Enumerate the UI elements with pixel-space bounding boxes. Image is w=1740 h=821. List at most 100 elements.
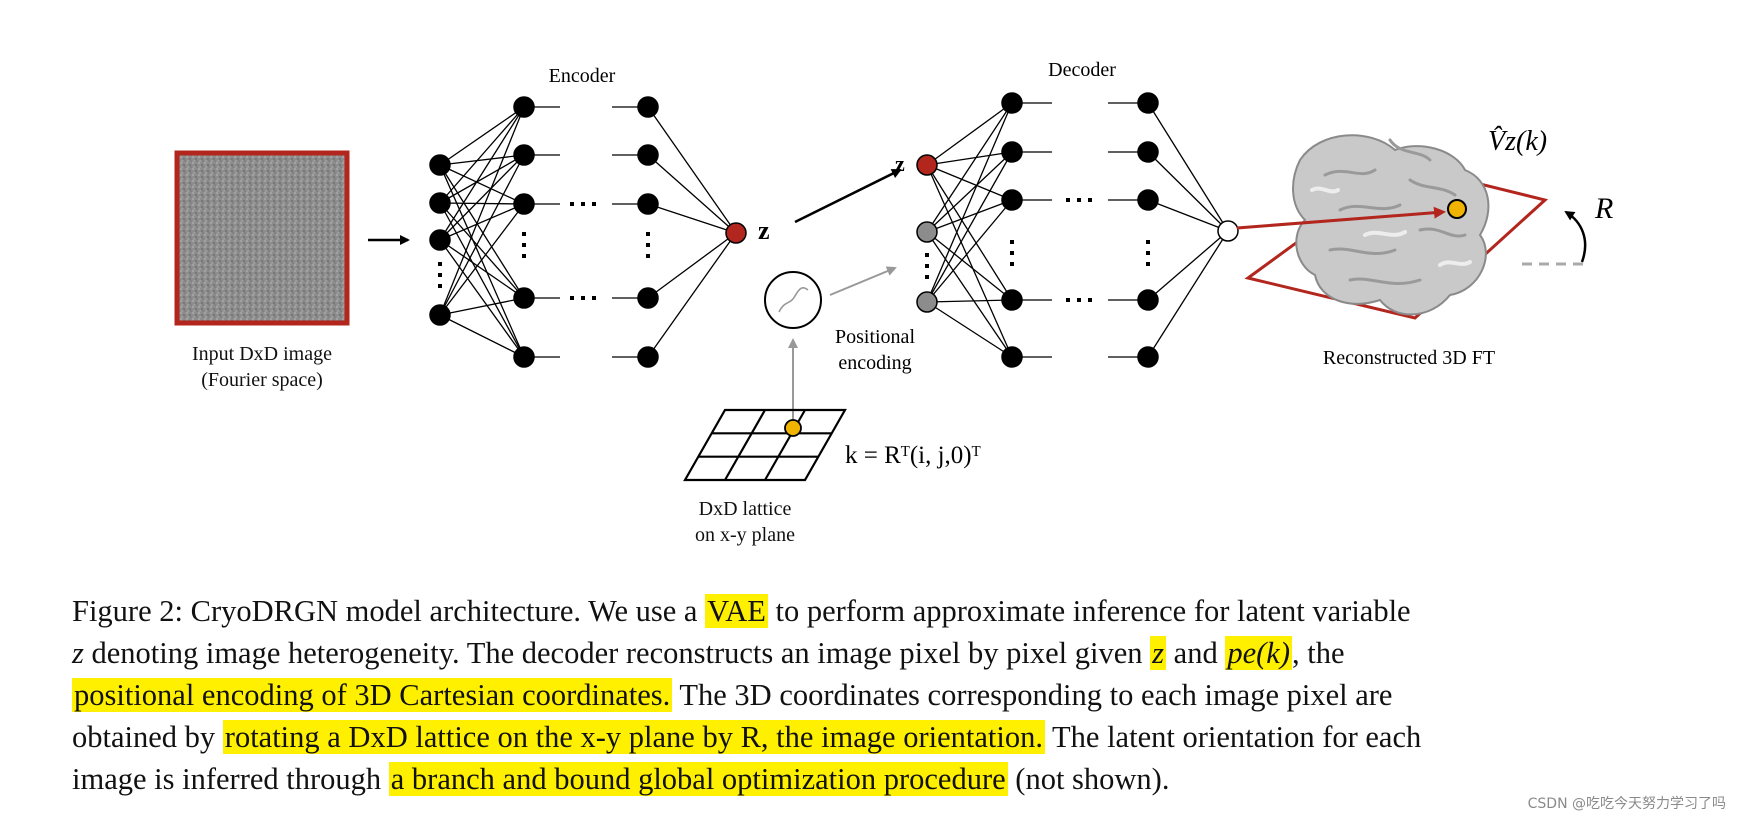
input-caption-line1: Input DxD image [192, 343, 332, 365]
decoder-hidden-node [1137, 92, 1159, 114]
ellipsis-dot [1146, 251, 1150, 255]
caption-text: The 3D coordinates corresponding to each… [672, 678, 1393, 712]
encoder-input-node [429, 304, 451, 326]
watermark: CSDN @吃吃今天努力学习了吗 [1527, 796, 1726, 812]
encoder-hidden-node [513, 287, 535, 309]
input-image [174, 150, 350, 326]
decoder-hidden-node [1137, 346, 1159, 368]
encoder-hidden-node [637, 193, 659, 215]
highlight-rotating-lattice: rotating a DxD lattice on the x-y plane … [222, 720, 1045, 754]
architecture-figure: Encoder Decoder z z Positional encoding … [174, 59, 1613, 546]
ellipsis-dot [522, 254, 526, 258]
ellipsis-dot [581, 296, 585, 300]
lattice-grid [683, 408, 847, 482]
ellipsis-dot [522, 243, 526, 247]
decoder-output-node [1217, 220, 1239, 242]
ellipsis-dot [570, 202, 574, 206]
volume-label: V̂z(k) [1488, 126, 1547, 157]
ellipsis-dot [592, 296, 596, 300]
decoder-title: Decoder [1048, 59, 1116, 81]
encoder-hidden-node [637, 346, 659, 368]
k-equation: k = Rᵀ(i, j,0)ᵀ [845, 442, 981, 469]
latent-z-label: z [758, 216, 770, 245]
decoder-hidden-node [1001, 346, 1023, 368]
caption-text: , the [1291, 636, 1345, 670]
lattice-caption-line2: on x-y plane [695, 524, 795, 546]
highlight-branch-bound: a branch and bound global optimization p… [388, 762, 1008, 796]
ellipsis-dot [1010, 251, 1014, 255]
ellipsis-dot [522, 232, 526, 236]
decoder-pe-node [916, 221, 938, 243]
encoder-connections [439, 106, 737, 358]
ellipsis-dot [646, 254, 650, 258]
decoder-latent-node [916, 154, 938, 176]
decoder-hidden-node [1001, 141, 1023, 163]
encoder-nodes [429, 96, 747, 368]
caption-text: (not shown). [1007, 762, 1170, 796]
ellipsis-dot [592, 202, 596, 206]
latent-node [725, 222, 747, 244]
lattice-point [784, 419, 802, 437]
encoder-hidden-node [637, 144, 659, 166]
caption-line-3: positional encoding of 3D Cartesian coor… [72, 674, 1722, 716]
decoder-hidden-node [1137, 141, 1159, 163]
encoder-hidden-node [513, 346, 535, 368]
ellipsis-dot [646, 243, 650, 247]
caption-line-5: image is inferred through a branch and b… [72, 758, 1722, 800]
rotation-arrow [1564, 210, 1587, 263]
decoder-z-label: z [895, 151, 905, 176]
highlight-z: z [1150, 636, 1167, 670]
encoder-input-node [429, 192, 451, 214]
highlight-pe-k: pe(k) [1225, 636, 1292, 670]
caption-text: to perform approximate inference for lat… [767, 594, 1411, 628]
decoder-hidden-node [1001, 189, 1023, 211]
ellipsis-dot [1146, 240, 1150, 244]
decoder-hidden-node [1137, 189, 1159, 211]
ellipsis-dot [925, 275, 929, 279]
encoder-title: Encoder [549, 65, 616, 87]
caption-text: The latent orientation for each [1044, 720, 1422, 754]
caption-text: denoting image heterogeneity. The decode… [83, 636, 1151, 670]
caption-text: and [1166, 636, 1226, 670]
ellipsis-dot [570, 296, 574, 300]
caption-math-z: z [72, 636, 84, 670]
ellipsis-dot [925, 264, 929, 268]
ellipsis-dot [438, 273, 442, 277]
ellipsis-dot [438, 262, 442, 266]
ellipsis-dot [1010, 240, 1014, 244]
caption-line-2: z denoting image heterogeneity. The deco… [72, 632, 1722, 674]
caption-text: image is inferred through [72, 762, 389, 796]
ellipsis-dot [1066, 198, 1070, 202]
latent-arrow [794, 168, 902, 224]
encoder-hidden-node [513, 96, 535, 118]
encoder-hidden-node [637, 287, 659, 309]
ellipsis-dot [1146, 262, 1150, 266]
decoder-connections [926, 102, 1229, 358]
ellipsis-dot [925, 253, 929, 257]
ellipsis-dot [1088, 298, 1092, 302]
figure-caption: Figure 2: CryoDRGN model architecture. W… [72, 590, 1722, 800]
lattice-caption-line1: DxD lattice [698, 498, 792, 520]
reconstructed-volume [1244, 134, 1549, 320]
encoder-input-node [429, 229, 451, 251]
query-point [1447, 199, 1467, 219]
ellipsis-dot [1066, 298, 1070, 302]
network-diagram: Encoder Decoder z z Positional encoding … [174, 59, 1613, 482]
ellipsis-dot [438, 284, 442, 288]
encoder-input-node [429, 154, 451, 176]
caption-text: Figure 2: CryoDRGN model architecture. W… [72, 594, 706, 628]
ellipsis-dot [646, 232, 650, 236]
positional-encoding-icon [764, 271, 822, 329]
ellipsis-dot [1010, 262, 1014, 266]
encoder-hidden-node [637, 96, 659, 118]
caption-line-1: Figure 2: CryoDRGN model architecture. W… [72, 590, 1722, 632]
caption-text: obtained by [72, 720, 223, 754]
decoder-pe-node [916, 291, 938, 313]
pos-enc-line2: encoding [838, 352, 911, 374]
ellipsis-dot [581, 202, 585, 206]
rotation-label: R [1594, 192, 1613, 225]
pos-enc-line1: Positional [835, 326, 915, 348]
decoder-hidden-node [1137, 289, 1159, 311]
ellipsis-dot [1077, 198, 1081, 202]
highlight-positional-encoding: positional encoding of 3D Cartesian coor… [72, 678, 673, 712]
